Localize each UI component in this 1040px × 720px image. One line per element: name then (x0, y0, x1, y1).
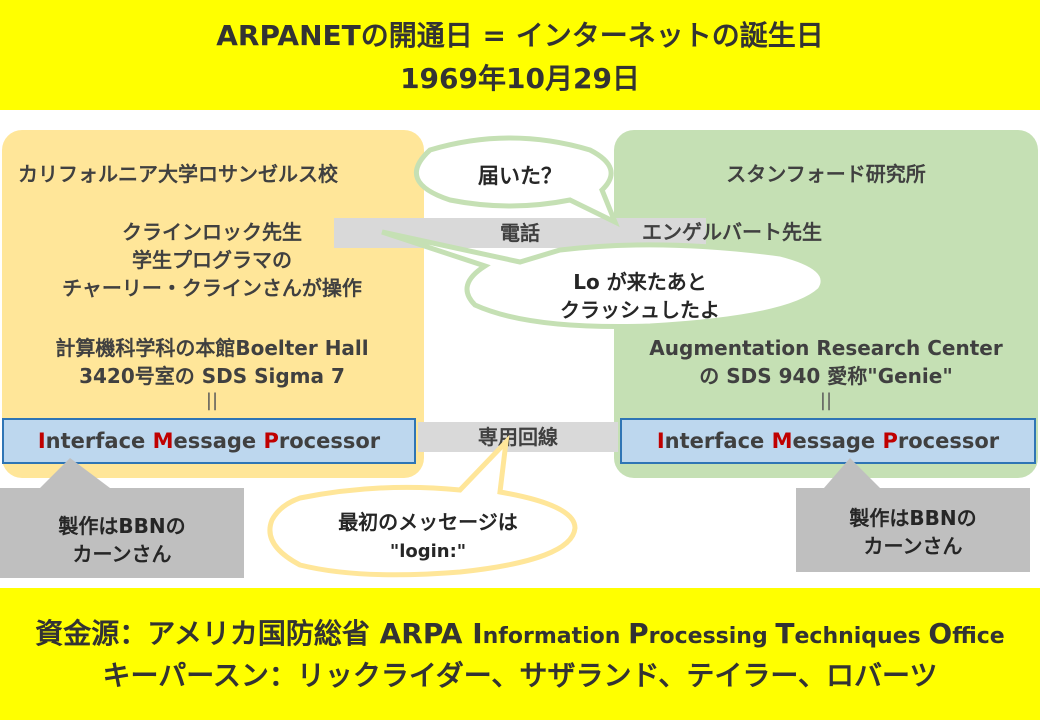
first-message-line-2: "login:" (389, 541, 467, 562)
ucla-person-kline: チャーリー・クラインさんが操作 (62, 276, 362, 300)
imp-cap-p: P (263, 429, 279, 453)
key-persons-line: キーパースン：リックライダー、サザランド、テイラー、ロバーツ (102, 659, 938, 692)
stanford-location-genie: の SDS 940 愛称"Genie" (699, 364, 953, 388)
funding-rest-p: rocessing (648, 624, 776, 649)
stanford-equals-mark: || (819, 390, 833, 411)
title-line-2: 1969年10月29日 (400, 62, 640, 95)
question-bubble-shape (413, 135, 620, 228)
dedicated-line-connector (418, 422, 618, 452)
funding-cap-t: T (775, 617, 795, 650)
funding-line: 資金源：アメリカ国防総省 ARPA Information Processing… (0, 612, 1040, 652)
funding-rest-o: ffice (952, 624, 1005, 649)
funding-cap-o: O (928, 617, 953, 650)
funding-cap-i: I (472, 617, 483, 650)
ucla-name: カリフォルニア大学ロサンゼルス校 (18, 162, 338, 186)
funding-rest-i: nformation (482, 624, 629, 649)
bbn-callout-left-shape (0, 458, 244, 578)
stanford-location-arc: Augmentation Research Center (649, 336, 1003, 360)
bbn-right-line-1: 製作はBBNの (849, 506, 977, 530)
phone-label: 電話 (500, 221, 540, 245)
funding-cap-p: P (628, 617, 649, 650)
imp-cap-i: I (37, 429, 46, 453)
funding-rest-t: echniques (794, 624, 929, 649)
imp-rest-p: rocessor (278, 429, 381, 453)
title-banner (0, 0, 1040, 110)
imp-rest-m: essage (792, 429, 883, 453)
ucla-person-kleinrock: クラインロック先生 (122, 220, 302, 244)
answer-bubble-line-1: Lo が来たあと (573, 270, 707, 294)
bbn-left-line-2: カーンさん (72, 542, 172, 566)
question-bubble-text: 届いた？ (478, 164, 562, 188)
funding-prefix: 資金源：アメリカ国防総省 ARPA (35, 617, 473, 650)
imp-cap-i: I (656, 429, 665, 453)
bbn-right-line-2: カーンさん (863, 534, 963, 558)
title-line-1: ARPANETの開通日 = インターネットの誕生日 (216, 19, 824, 52)
imp-rest-p: rocessor (897, 429, 1000, 453)
bbn-left-line-1: 製作はBBNの (58, 514, 186, 538)
imp-rest-i: nterface (45, 429, 153, 453)
ucla-equals-mark: || (205, 390, 219, 411)
imp-cap-m: M (152, 429, 174, 453)
ucla-location-building: 計算機科学科の本館Boelter Hall (55, 336, 369, 360)
dedicated-line-label: 専用回線 (478, 425, 558, 449)
imp-rest-i: nterface (664, 429, 772, 453)
stanford-name: スタンフォード研究所 (726, 162, 926, 186)
imp-cap-p: P (882, 429, 898, 453)
stanford-person-engelbart: エンゲルバート先生 (642, 220, 822, 244)
ucla-person-student: 学生プログラマの (132, 248, 292, 272)
imp-cap-m: M (771, 429, 793, 453)
bbn-callout-right-shape (796, 458, 1030, 572)
first-message-bubble-shape (267, 434, 578, 578)
answer-bubble-shape (381, 229, 826, 330)
ucla-location-room: 3420号室の SDS Sigma 7 (79, 364, 345, 388)
funding-banner (0, 588, 1040, 720)
answer-bubble-line-2: クラッシュしたよ (560, 298, 720, 322)
first-message-line-1: 最初のメッセージは (338, 510, 518, 534)
imp-rest-m: essage (173, 429, 264, 453)
